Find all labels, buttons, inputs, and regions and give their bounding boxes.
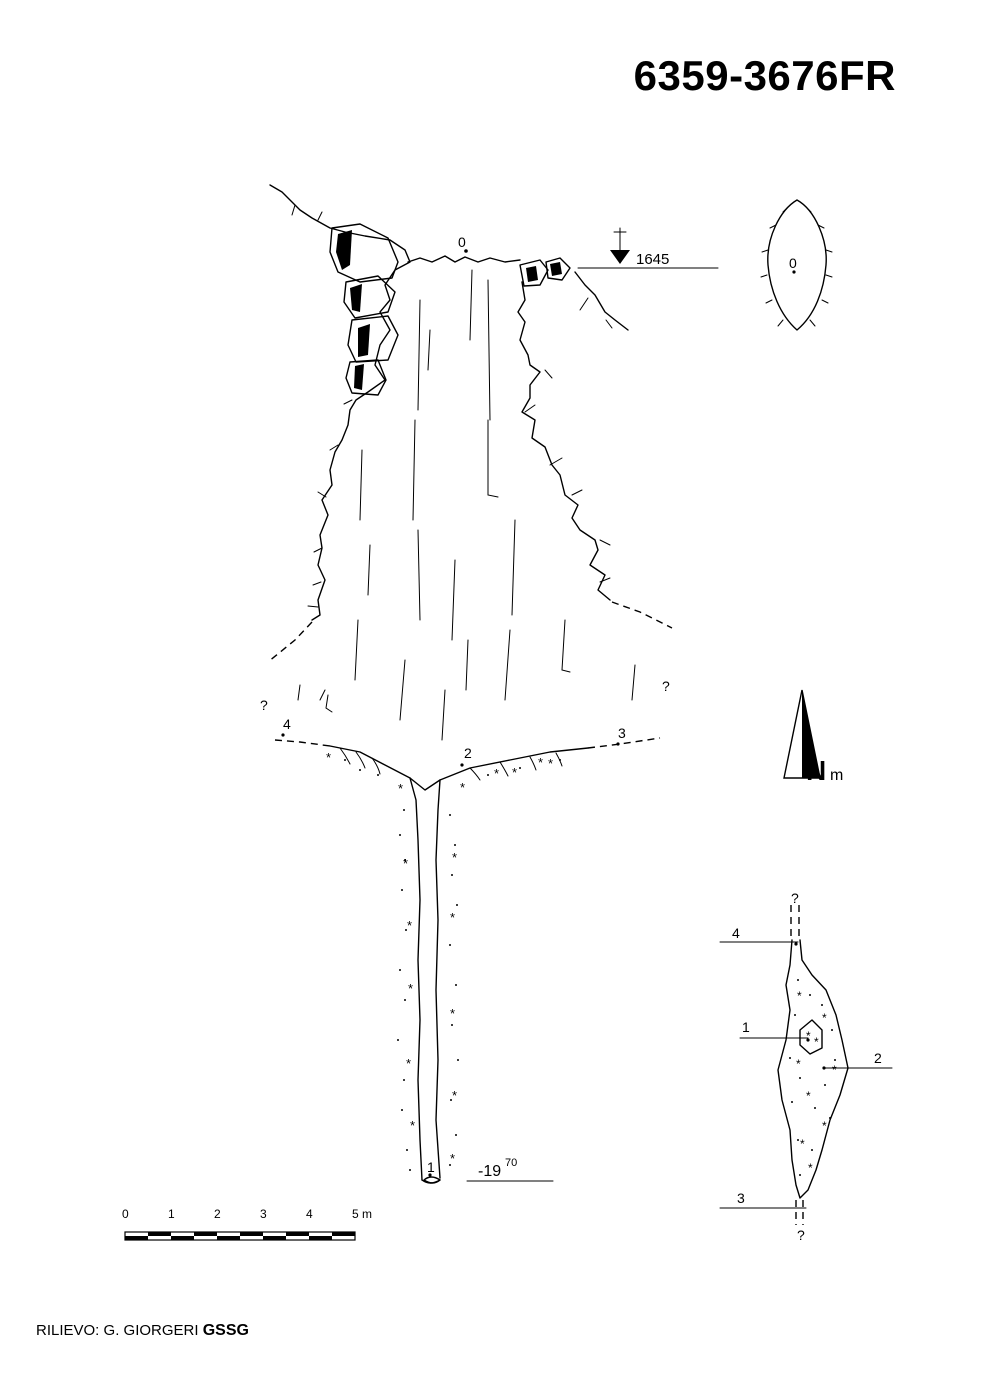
svg-text:*: *: [450, 1006, 455, 1021]
scale-bar-segment: [171, 1236, 194, 1240]
scale-bar-tick-label: 4: [306, 1207, 313, 1221]
svg-text:*: *: [796, 1057, 801, 1071]
svg-text:*: *: [494, 766, 499, 781]
section-meander-right-wall: [435, 779, 441, 1179]
section-blocks: [329, 223, 571, 396]
section-left-wall: [269, 184, 411, 621]
section-station-2: 2: [464, 745, 472, 761]
section-right-dashed: [611, 601, 673, 629]
section-bottom-stone: [423, 1176, 441, 1184]
entrance-elevation-label: 1645: [636, 251, 669, 268]
section-unknown-left: ?: [260, 697, 268, 713]
scale-bar-unit: m: [362, 1207, 372, 1221]
entrance-plan-ticks: [760, 206, 833, 327]
entrance-plan: 0: [760, 199, 833, 331]
scale-bar-segment: [125, 1236, 148, 1240]
scale-bar-tick-label: 0: [122, 1207, 129, 1221]
section-view: 1645 0 * * * * * *: [260, 184, 719, 1184]
bottom-depth-decimal: 70: [505, 1157, 517, 1169]
bottom-plan-unknown-bottom: ?: [797, 1227, 805, 1243]
scale-bar-segment: [217, 1236, 240, 1240]
svg-text:*: *: [450, 910, 455, 925]
scale-bar-tick-label: 3: [260, 1207, 267, 1221]
section-shaft-hatching: [297, 269, 636, 741]
scale-bar-segment: [286, 1232, 309, 1236]
svg-text:*: *: [800, 1137, 805, 1151]
section-sediment-dots: [344, 759, 561, 1171]
bottom-plan-inner-pit: [799, 1019, 823, 1055]
svg-text:*: *: [538, 755, 543, 770]
section-block-symbols: * * * * * * * * * * * * * * * * *: [326, 750, 553, 1166]
svg-text:*: *: [450, 1151, 455, 1166]
svg-text:*: *: [410, 1118, 415, 1133]
svg-text:*: *: [806, 1029, 811, 1043]
survey-credit: RILIEVO: G. GIORGERI GSSG: [36, 1322, 249, 1340]
scale-bar-segment: [148, 1232, 171, 1236]
section-meander-left-wall: [409, 777, 423, 1181]
svg-text:*: *: [403, 856, 408, 871]
bottom-plan-block-symbols: *** *** *** *: [796, 989, 837, 1175]
cave-id-title: 6359-3676FR: [633, 52, 896, 99]
bottom-plan-station-3: 3: [737, 1190, 745, 1206]
scale-bar-segment: [309, 1236, 332, 1240]
bottom-plan-station-2: 2: [874, 1050, 882, 1066]
section-right-wall-ticks: [524, 297, 613, 583]
bottom-plan: ? ? *** *** *** * 4 1 2: [719, 890, 893, 1243]
scale-bar-segment: [332, 1232, 355, 1236]
entrance-plan-station-0: 0: [789, 255, 797, 271]
svg-text:*: *: [814, 1035, 819, 1049]
svg-text:*: *: [406, 1056, 411, 1071]
bottom-plan-unknown-top: ?: [791, 890, 799, 906]
svg-text:*: *: [512, 765, 517, 780]
section-floor-dashed-left: [274, 739, 331, 747]
scale-bar-tick-label: 5: [352, 1207, 359, 1221]
bottom-plan-station-1: 1: [742, 1019, 750, 1035]
section-unknown-right: ?: [662, 678, 670, 694]
north-arrow: N m: [783, 689, 843, 786]
entrance-plan-outline: [767, 199, 827, 331]
bottom-plan-station-4: 4: [732, 925, 740, 941]
bottom-plan-sediment: [789, 979, 836, 1176]
scale-bar-segment: [240, 1232, 263, 1236]
bottom-plan-bottom-lead: [795, 1200, 804, 1225]
svg-text:*: *: [452, 850, 457, 865]
svg-text:*: *: [806, 1089, 811, 1103]
svg-text:*: *: [548, 756, 553, 771]
svg-text:*: *: [460, 780, 465, 795]
section-right-wall: [517, 271, 629, 601]
section-debris-arcs: [339, 747, 563, 781]
svg-text:*: *: [808, 1161, 813, 1175]
section-left-dashed: [267, 621, 313, 663]
survey-credit-group: GSSG: [202, 1322, 249, 1339]
scale-bar-tick-label: 2: [214, 1207, 221, 1221]
bottom-plan-outline: [777, 939, 849, 1199]
section-entrance-rim: [407, 255, 521, 263]
survey-credit-author: RILIEVO: G. GIORGERI: [36, 1322, 199, 1339]
svg-text:*: *: [822, 1119, 827, 1133]
bottom-plan-top-lead: [790, 905, 800, 940]
scale-bar-segment: [194, 1232, 217, 1236]
section-station-3: 3: [618, 725, 626, 741]
north-arrow-subscript: m: [830, 767, 843, 784]
scale-bar-segment: [263, 1236, 286, 1240]
north-arrow-letter: N: [806, 755, 826, 786]
section-station-4: 4: [283, 716, 291, 732]
svg-text:*: *: [408, 981, 413, 996]
svg-text:*: *: [326, 750, 331, 765]
svg-text:*: *: [797, 989, 802, 1003]
section-station-0: 0: [458, 234, 466, 250]
svg-text:*: *: [822, 1011, 827, 1025]
section-left-wall-ticks: [291, 204, 353, 608]
svg-text:*: *: [398, 781, 403, 796]
section-station-1: 1: [427, 1159, 435, 1175]
elevation-marker: 1645: [577, 227, 719, 269]
bottom-depth-label: -19: [478, 1163, 501, 1180]
scale-bar-tick-label: 1: [168, 1207, 175, 1221]
svg-text:*: *: [407, 918, 412, 933]
svg-text:*: *: [832, 1063, 837, 1077]
svg-text:*: *: [452, 1088, 457, 1103]
